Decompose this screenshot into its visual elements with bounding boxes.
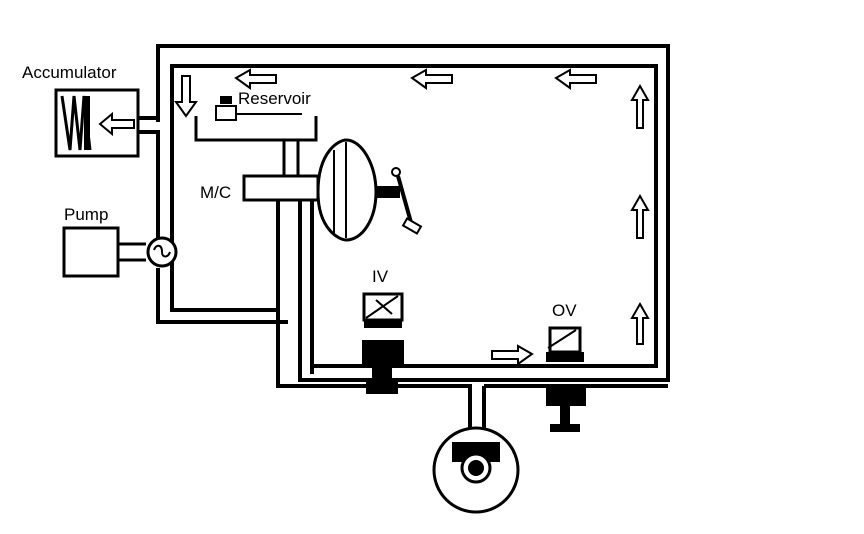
pump-return-pipe: [170, 118, 280, 312]
accumulator: [54, 88, 140, 158]
master-cylinder: [242, 138, 320, 202]
arrow-right-icon: [491, 344, 534, 366]
brake-pedal-icon: [391, 167, 423, 235]
solenoid-icon: [365, 295, 399, 319]
reservoir: [174, 75, 318, 142]
outlet-valve: [546, 326, 586, 432]
pump-label: Pump: [64, 205, 109, 224]
brake-booster-icon: [316, 138, 400, 242]
master-cylinder-label: M/C: [200, 183, 232, 202]
outer-loop-pipe: [156, 44, 670, 382]
arrow-left-icon: [98, 111, 135, 137]
inlet-valve: [362, 292, 404, 394]
solenoid-icon: [547, 329, 577, 349]
pump: [62, 226, 178, 278]
outlet-valve-label: OV: [552, 301, 577, 320]
pump-outlet-pipe: [156, 268, 288, 324]
arrow-down-icon: [174, 75, 198, 118]
accumulator-label: Accumulator: [22, 63, 117, 82]
arrow-up-icon: [630, 301, 650, 345]
reservoir-label: Reservoir: [238, 89, 311, 108]
inlet-valve-label: IV: [372, 267, 389, 286]
arrow-left-icon: [410, 68, 453, 90]
wheel-caliper-icon: [432, 426, 520, 514]
arrow-up-icon: [630, 83, 650, 129]
arrow-left-icon: [554, 68, 597, 90]
inner-loop-pipe: [170, 64, 658, 368]
accumulator-pipe: [138, 116, 160, 240]
arrow-left-icon: [234, 68, 277, 90]
arrow-up-icon: [630, 193, 650, 239]
